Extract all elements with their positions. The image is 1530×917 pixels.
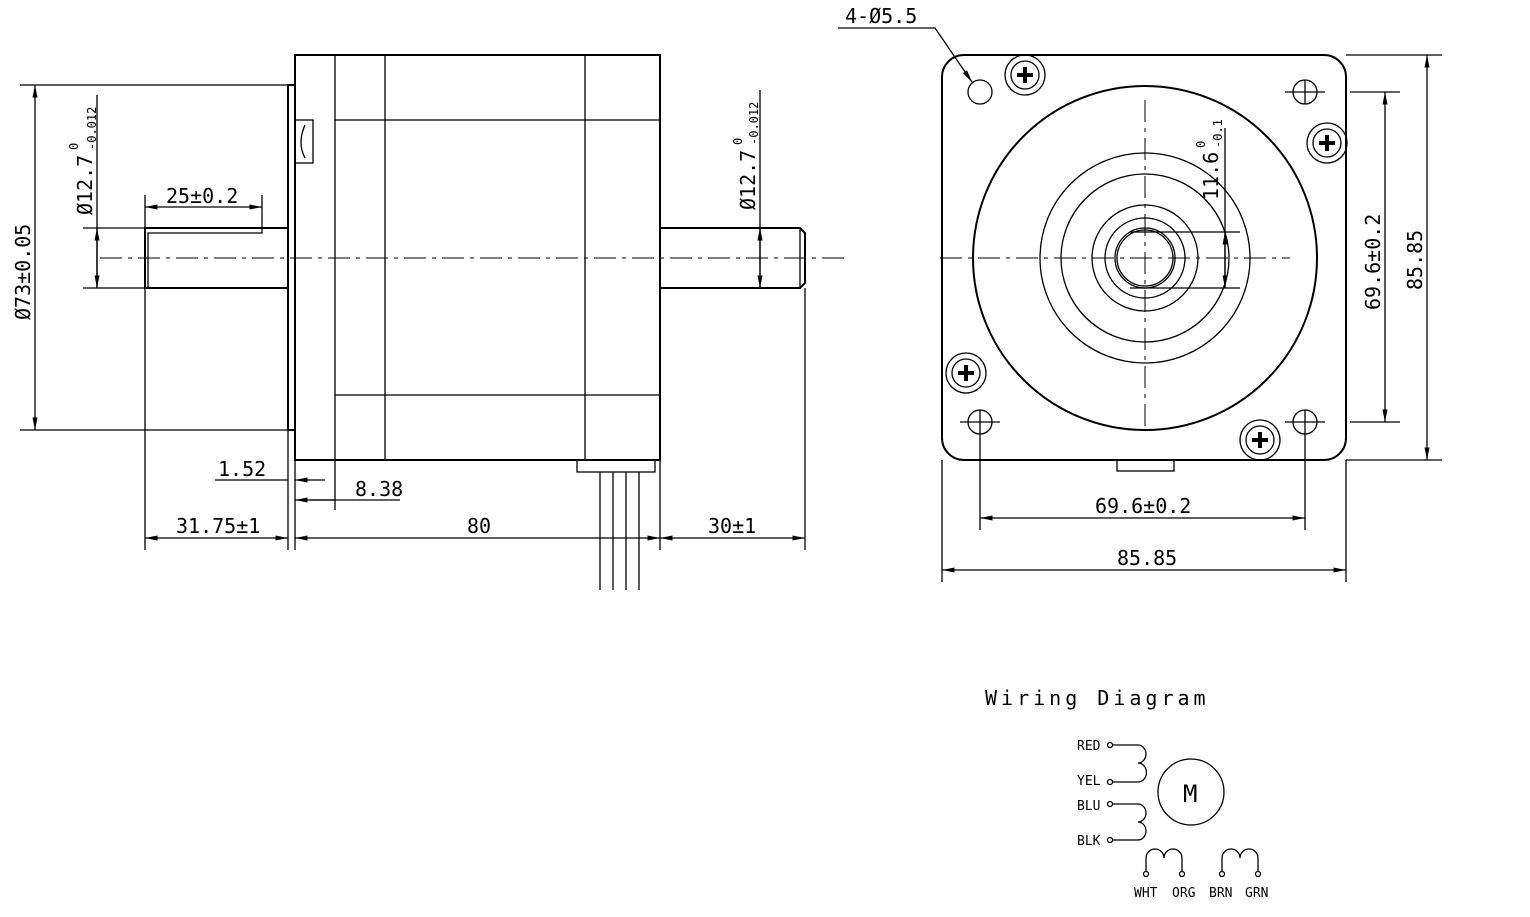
terminal [1106,741,1114,749]
dim-front-shaft-diameter: Ø12.7 [736,150,760,210]
lead-wires [599,472,640,590]
mount-hole [960,409,1000,435]
screw-icon [1306,122,1348,164]
terminal [1142,870,1150,878]
dim-flat-length: 25±0.2 [166,184,238,208]
dim-front-shaft-length: 30±1 [708,514,756,538]
terminal [1254,870,1262,878]
tol-lower: -0.012 [747,102,761,145]
mount-holes [960,79,1325,435]
terminal [1178,870,1186,878]
tol-upper: 0 [67,143,81,150]
screw-head-profile [300,124,306,159]
side-view: Ø73±0.05 Ø12.7 0 -0.012 25±0.2 Ø12.7 0 -… [11,54,845,590]
wiring-title: Wiring Diagram [985,686,1210,710]
coils [1106,741,1262,878]
front-view: 11.6 0 -0.1 4-Ø5.5 69.6±0.2 85.85 69.6±0… [838,4,1442,582]
coil [1112,803,1147,841]
terminal [1106,836,1114,844]
lead-label: RED [1077,739,1101,754]
body-circle [972,85,1318,431]
lead-label: BLU [1077,799,1100,814]
dim-flange-thickness: 1.52 [218,457,266,481]
dim-body-length: 80 [467,514,491,538]
tol-upper: 0 [1194,141,1208,148]
dim-rear-shaft-diameter: Ø12.7 [73,155,97,215]
coil [1112,744,1148,783]
lead-label: ORG [1172,886,1196,901]
connector [576,459,656,473]
terminal [1106,778,1114,786]
dim-hole-spacing-horizontal: 69.6±0.2 [1095,494,1191,518]
terminal [1106,800,1114,808]
screw-icon [1239,419,1281,461]
lead-label: WHT [1134,886,1158,901]
screw-icon [1004,54,1046,96]
coil [1145,848,1183,872]
tol-lower: -0.012 [85,107,99,150]
dim-flange-diameter: Ø73±0.05 [11,224,35,320]
dim-hole-callout: 4-Ø5.5 [845,4,917,28]
motor-label: M [1183,780,1197,808]
mount-hole [1285,409,1325,435]
hole-callout-leader [838,27,973,83]
screw-icon [945,352,987,394]
dim-width-horizontal: 85.85 [1117,546,1177,570]
connector [1116,459,1175,472]
shaft-flat [147,228,263,288]
motor-symbol [1157,758,1225,826]
tol-lower: -0.1 [1211,119,1225,148]
coil [1221,848,1259,872]
lead-label: BRN [1209,886,1232,901]
terminal [1218,870,1226,878]
dim-hole-spacing-vertical: 69.6±0.2 [1361,214,1385,310]
mount-hole [1285,79,1325,105]
mount-hole [967,79,993,105]
screw-head [294,119,314,164]
lead-label: GRN [1245,886,1268,901]
screw-heads [945,54,1348,461]
dim-width-vertical: 85.85 [1403,230,1427,290]
tol-upper: 0 [731,138,745,145]
dim-flat-depth: 11.6 [1199,152,1223,200]
dim-rear-shaft-length: 31.75±1 [176,514,260,538]
wiring-diagram: Wiring Diagram M RED YEL BLU BLK WHT ORG… [985,686,1268,901]
lead-label: YEL [1077,774,1101,789]
lead-label: BLK [1077,834,1101,849]
dim-pilot-depth: 8.38 [355,477,403,501]
